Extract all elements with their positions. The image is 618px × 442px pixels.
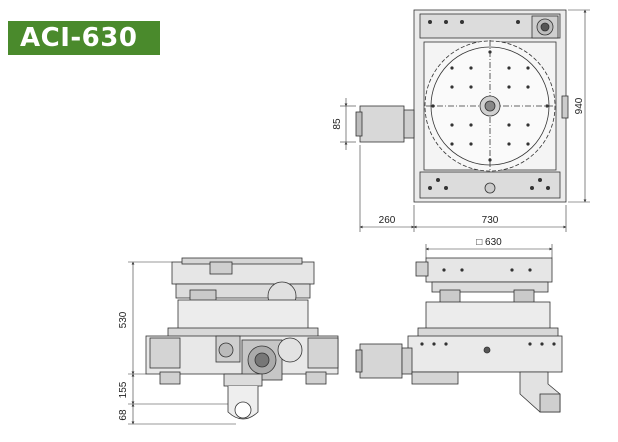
side-view-base (407, 335, 563, 373)
dim-730: 730 (482, 215, 499, 226)
top-view-dimensions (340, 9, 590, 232)
front-view (145, 257, 339, 420)
front-view-top-table (171, 261, 315, 285)
top-view-motor (359, 105, 405, 143)
model-title-badge: ACI-630 (8, 21, 160, 55)
side-view-dimensions (425, 244, 553, 258)
side-view (355, 257, 563, 413)
dim-68: 68 (118, 409, 129, 421)
dim-940: 940 (574, 97, 585, 114)
top-view (355, 9, 569, 203)
dim-260: 260 (379, 215, 396, 226)
front-view-dimensions (128, 261, 236, 425)
dim-85: 85 (332, 118, 343, 130)
dim-530: 530 (118, 311, 129, 328)
side-view-holes (420, 268, 556, 346)
side-view-motor (359, 343, 403, 379)
dim-155: 155 (118, 381, 129, 398)
side-view-top-table (425, 257, 553, 283)
dim-630: □ 630 (476, 237, 502, 248)
